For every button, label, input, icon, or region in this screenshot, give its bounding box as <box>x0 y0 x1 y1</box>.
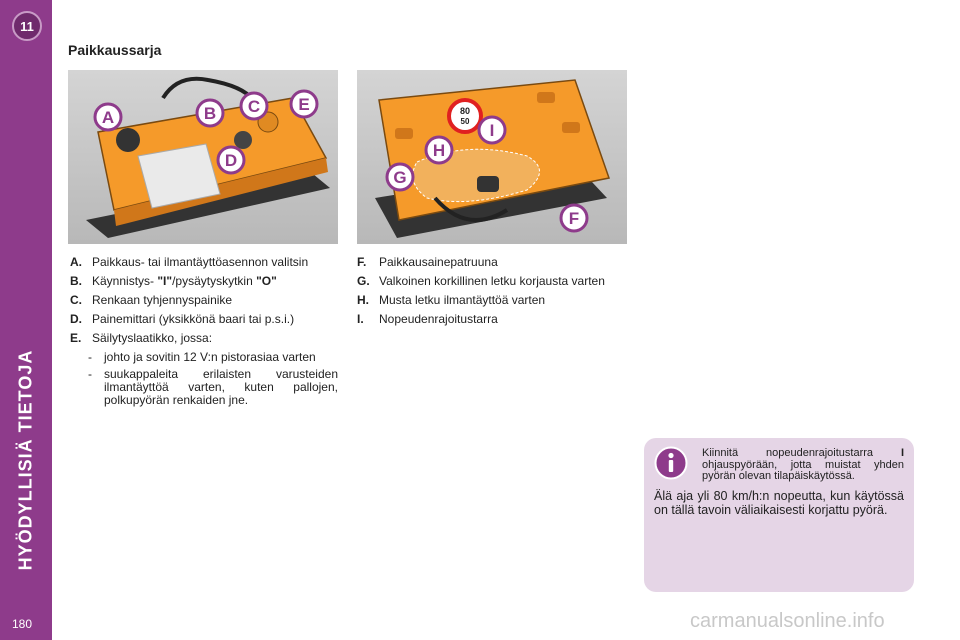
label-c: C <box>239 91 269 121</box>
chapter-title: HYÖDYLLISIÄ TIETOJA <box>15 349 36 571</box>
label-c-text: C <box>248 97 260 116</box>
legend-text: Renkaan tyhjennyspainike <box>92 293 233 307</box>
label-i-text: I <box>490 121 495 140</box>
kit-foot <box>537 92 555 103</box>
legend-subitem: - johto ja sovitin 12 V:n pistorasiaa va… <box>88 351 338 364</box>
subitem-dash: - <box>88 350 92 364</box>
legend-item-a: A. Paikkaus- tai ilmantäyttöasennon vali… <box>70 256 338 269</box>
info-box: Kiinnitä nopeudenrajoitustarra I ohjausp… <box>644 438 914 592</box>
watermark: carmanualsonline.info <box>690 610 885 632</box>
switch-on-symbol: "I" <box>157 274 173 288</box>
legend-text: Painemittari (yksikkönä baari tai p.s.i.… <box>92 312 295 326</box>
legend-right: F. Paikkausainepatruuna G. Valkoinen kor… <box>357 256 627 332</box>
chapter-number-badge: 11 <box>12 11 42 41</box>
legend-item-b: B. Käynnistys- "I"/pysäytyskytkin "O" <box>70 275 338 288</box>
legend-key: C. <box>70 293 82 307</box>
instruction-panel <box>137 143 221 209</box>
subitem-text: johto ja sovitin 12 V:n pistorasiaa vart… <box>104 350 316 364</box>
kit-foot <box>395 128 413 139</box>
legend-key: A. <box>70 255 82 269</box>
legend-key: D. <box>70 312 82 326</box>
legend-item-d: D. Painemittari (yksikkönä baari tai p.s… <box>70 313 338 326</box>
legend-key: B. <box>70 274 82 288</box>
speed-limit-sticker: 80 50 <box>447 98 483 134</box>
legend-text: Paikkaus- tai ilmantäyttöasennon valitsi… <box>92 255 309 269</box>
label-f: F <box>559 203 589 233</box>
legend-key: F. <box>357 255 367 269</box>
underside-drawing: 80 50 I H G F <box>375 79 610 238</box>
page-number: 180 <box>12 617 33 631</box>
kit-foot <box>562 122 580 133</box>
legend-item-f: F. Paikkausainepatruuna <box>357 256 627 269</box>
label-a-text: A <box>102 108 114 127</box>
info-note-after: ohjauspyörään, jotta muistat yhden pyörä… <box>702 458 904 482</box>
repair-kit-underside-illustration: 80 50 I H G F <box>357 70 627 244</box>
legend-item-h: H. Musta letku ilmantäyttöä varten <box>357 294 627 307</box>
speed-sticker-line1: 80 <box>460 106 470 116</box>
speed-sticker-line2: 50 <box>461 117 470 126</box>
sealant-cartridge <box>477 176 499 192</box>
pressure-gauge <box>234 131 252 149</box>
label-b-text: B <box>204 104 216 123</box>
legend-text-part: /pysäytyskytkin <box>172 274 257 288</box>
label-h: H <box>424 135 454 165</box>
label-g: G <box>385 162 415 192</box>
label-f-text: F <box>569 209 579 228</box>
legend-subitem: - suukappaleita erilaisten varusteiden i… <box>88 368 338 407</box>
info-note: Kiinnitä nopeudenrajoitustarra I ohjausp… <box>702 447 904 483</box>
info-warning-text: Älä aja yli 80 km/h:n nopeutta, kun käyt… <box>654 488 904 517</box>
legend-text: Paikkausainepatruuna <box>379 255 498 269</box>
info-note-before: Kiinnitä nopeudenrajoitustarra <box>702 447 901 459</box>
section-title: Paikkaussarja <box>68 42 162 58</box>
switch-off-symbol: "O" <box>256 274 277 288</box>
kit-handle <box>433 196 509 223</box>
legend-key: I. <box>357 312 364 326</box>
label-a: A <box>93 102 123 132</box>
legend-item-c: C. Renkaan tyhjennyspainike <box>70 294 338 307</box>
label-g-text: G <box>393 168 406 187</box>
label-e-text: E <box>298 95 309 114</box>
legend-item-i: I. Nopeudenrajoitustarra <box>357 313 627 326</box>
info-note-bold: I <box>900 447 904 459</box>
legend-text: Säilytyslaatikko, jossa: <box>92 331 213 345</box>
legend-text: Valkoinen korkillinen letku korjausta va… <box>379 274 605 288</box>
chapter-sidebar: 11 HYÖDYLLISIÄ TIETOJA 180 <box>0 0 52 640</box>
legend-item-e: E. Säilytyslaatikko, jossa: <box>70 332 338 345</box>
kit-shadow <box>86 174 330 238</box>
legend-key: E. <box>70 331 82 345</box>
legend-item-g: G. Valkoinen korkillinen letku korjausta… <box>357 275 627 288</box>
legend-left: A. Paikkaus- tai ilmantäyttöasennon vali… <box>70 256 338 411</box>
legend-text-part: Käynnistys- <box>92 274 158 288</box>
label-d: D <box>216 145 246 175</box>
label-h-text: H <box>433 141 445 160</box>
legend-text: Nopeudenrajoitustarra <box>379 312 498 326</box>
label-b: B <box>195 98 225 128</box>
label-i: I <box>477 115 507 145</box>
subitem-text: suukappaleita erilaisten varusteiden ilm… <box>104 367 338 407</box>
subitem-dash: - <box>88 367 92 381</box>
legend-text: Käynnistys- "I"/pysäytyskytkin "O" <box>92 275 338 288</box>
label-d-text: D <box>225 151 237 170</box>
legend-text: Musta letku ilmantäyttöä varten <box>379 293 546 307</box>
kit-strap <box>161 76 255 102</box>
legend-key: H. <box>357 293 369 307</box>
kit-side <box>114 158 328 226</box>
legend-key: G. <box>357 274 370 288</box>
selector-knob <box>116 128 140 152</box>
label-e: E <box>289 89 319 119</box>
info-icon <box>654 446 688 480</box>
compressor-drawing: A B C E D <box>86 76 330 238</box>
repair-kit-compressor-illustration: A B C E D <box>68 70 338 244</box>
